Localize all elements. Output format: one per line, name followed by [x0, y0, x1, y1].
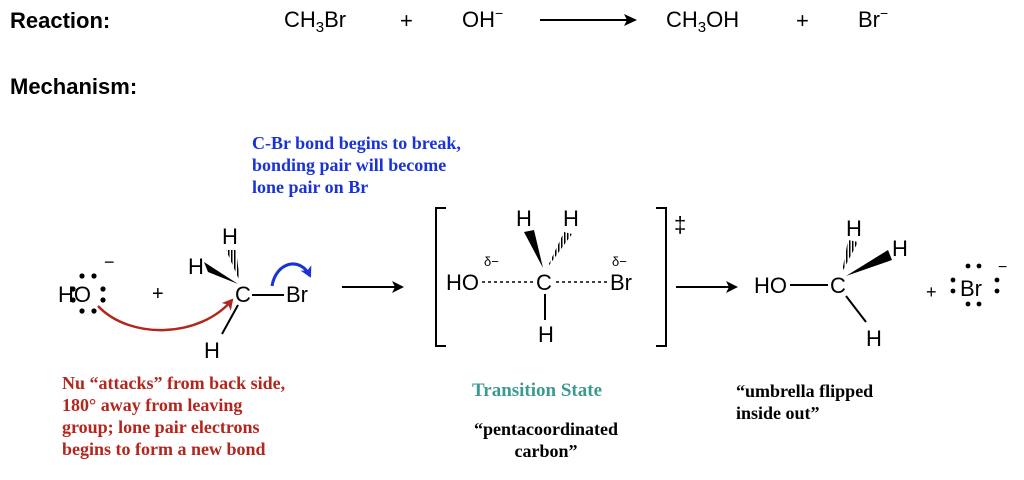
partial-charge-label: δ−	[612, 254, 627, 269]
product-ch3oh-main: CH	[666, 7, 698, 32]
atom-c: C	[536, 270, 552, 295]
atom-br: Br	[960, 276, 982, 301]
atom-h: H	[892, 236, 908, 261]
atom-h: H	[516, 206, 532, 231]
product-ch3oh-tail: OH	[706, 7, 740, 32]
note-line: inside out”	[736, 403, 820, 423]
hashed-bond	[547, 232, 572, 268]
product-bromide-charge: −	[880, 5, 889, 21]
hydroxide-label: HO	[58, 282, 91, 307]
note-line: group; lone pair electrons	[62, 417, 260, 437]
wedge-bond	[846, 250, 892, 276]
note-pentacoordinated: “pentacoordinated carbon”	[452, 418, 640, 462]
reactant-ch3br-main: CH	[284, 7, 316, 32]
lone-pair-dots	[70, 273, 106, 314]
plus-sign: +	[400, 8, 413, 33]
atom-br: Br	[610, 270, 632, 295]
note-line: 180° away from leaving	[62, 395, 243, 415]
mechanism-arrow	[676, 281, 738, 293]
bromide-ion: Br −	[950, 259, 1007, 307]
note-line: begins to form a new bond	[62, 439, 266, 459]
hashed-bond	[842, 240, 858, 272]
wedge-bond	[524, 230, 543, 268]
product-hydroxyl-label: HO	[754, 273, 787, 298]
charge-minus: −	[998, 259, 1007, 276]
note-line: Nu “attacks” from back side,	[62, 373, 286, 393]
note-line: “pentacoordinated	[474, 419, 618, 439]
reaction-label: Reaction:	[10, 8, 111, 33]
note-line: bonding pair will become	[252, 155, 447, 175]
bond-break-arrow	[270, 262, 312, 287]
atom-h: H	[188, 254, 204, 279]
plus-sign: +	[796, 8, 809, 33]
single-bond	[221, 304, 239, 335]
left-bracket	[435, 207, 446, 347]
atom-h: H	[866, 326, 882, 351]
mechanism-arrow	[342, 281, 404, 293]
reactant-oh: OH−	[462, 5, 504, 33]
atom-h: H	[222, 224, 238, 249]
product-ch3oh-sub: 3	[697, 19, 707, 36]
hydroxide-nucleophile: HO −	[58, 252, 115, 314]
note-line: lone pair on Br	[252, 177, 369, 197]
single-bond	[845, 295, 867, 323]
atom-h: H	[204, 338, 220, 363]
reactant-oh-main: OH	[462, 7, 495, 32]
atom-c: C	[235, 282, 251, 307]
reactant-ch3br-sub: 3	[315, 19, 325, 36]
note-line: “umbrella flipped	[736, 381, 874, 401]
atom-br: Br	[286, 282, 308, 307]
plus-sign: +	[926, 282, 937, 302]
note-line: carbon”	[514, 441, 578, 461]
right-bracket	[656, 207, 667, 347]
note-nucleophile-attack: Nu “attacks” from back side, 180° away f…	[62, 372, 285, 460]
product-bromide-main: Br	[858, 7, 880, 32]
note-bond-break: C-Br bond begins to break, bonding pair …	[252, 132, 461, 198]
reactant-ch3br: CH3Br	[284, 7, 347, 36]
transition-state: ‡ HO δ− C δ− Br H H H	[435, 206, 686, 347]
transition-state-label: Transition State	[472, 380, 603, 401]
product-ch3oh: CH3OH	[666, 7, 740, 36]
plus-sign: +	[152, 283, 164, 305]
atom-c: C	[830, 273, 846, 298]
atom-h: H	[538, 322, 554, 347]
charge-minus: −	[104, 252, 115, 272]
methanol-product: HO C H H H	[754, 216, 908, 351]
note-line: C-Br bond begins to break,	[252, 133, 461, 153]
atom-h: H	[563, 206, 579, 231]
partial-charge-label: δ−	[484, 254, 499, 269]
methyl-bromide-substrate: H H H C Br	[188, 224, 312, 363]
reaction-arrow	[540, 14, 637, 26]
atom-h: H	[846, 216, 862, 241]
ts-hydroxide-label: HO	[446, 270, 479, 295]
mechanism-label: Mechanism:	[10, 74, 138, 99]
reactant-ch3br-tail: Br	[324, 7, 347, 32]
wedge-bond	[204, 262, 238, 284]
attack-arrow	[97, 298, 234, 332]
note-umbrella: “umbrella flipped inside out”	[736, 380, 873, 424]
reactant-oh-charge: −	[495, 5, 504, 21]
double-dagger: ‡	[674, 212, 686, 237]
hashed-bond	[226, 250, 240, 282]
lone-pair-dots	[950, 263, 1000, 307]
product-bromide: Br−	[858, 5, 889, 33]
